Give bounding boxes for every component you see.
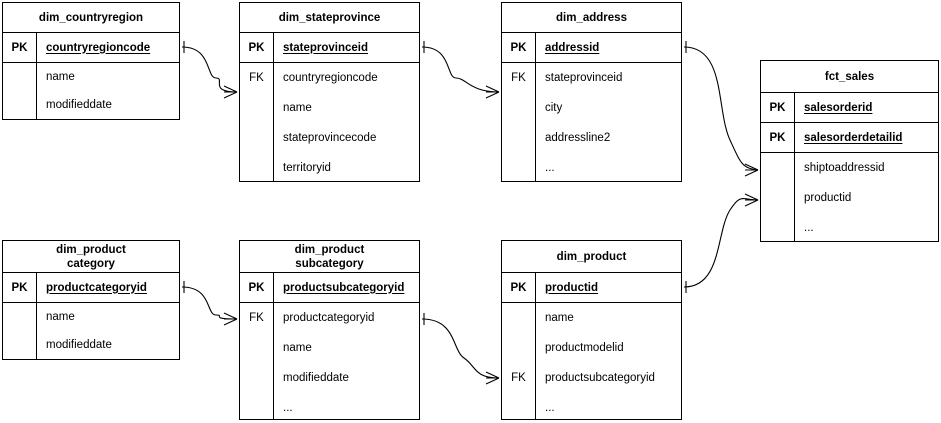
fk-badge: FK	[511, 372, 526, 384]
crows-foot	[485, 371, 500, 385]
crows-foot	[223, 312, 238, 326]
attribute-block: FK name productmodelid productsubcategor…	[502, 303, 681, 419]
pk-row[interactable]: PK countryregioncode	[3, 33, 179, 63]
field-row: territoryid	[283, 162, 331, 174]
fk-badge: FK	[249, 312, 264, 324]
entity-dim-productsubcategory[interactable]: dim_product subcategory PK productsubcat…	[239, 240, 420, 420]
key-column	[3, 63, 37, 119]
entity-fct-sales[interactable]: fct_sales PK salesorderid PK salesorderd…	[760, 60, 939, 242]
attribute-block: FK productcategoryid name modifieddate .…	[240, 303, 419, 419]
entity-dim-productcategory[interactable]: dim_product category PK productcategoryi…	[2, 240, 180, 360]
attribute-block: FK countryregioncode name stateprovincec…	[240, 63, 419, 181]
pk-row[interactable]: PK addressid	[502, 33, 681, 63]
crows-foot	[223, 85, 238, 99]
entity-title: dim_product subcategory	[240, 241, 419, 273]
field-row: modifieddate	[283, 372, 349, 384]
field-row: city	[545, 102, 563, 114]
field-column: productcategoryid name modifieddate ...	[274, 303, 419, 419]
relationship-product-fctsales	[683, 193, 759, 293]
field-row: ...	[545, 162, 555, 174]
pk-badge: PK	[502, 33, 536, 62]
entity-title: dim_product category	[3, 241, 179, 273]
field-row: stateprovinceid	[545, 72, 623, 84]
entity-title: dim_stateprovince	[240, 3, 419, 33]
field-row: addressline2	[545, 132, 611, 144]
pk-field-name: salesorderid	[804, 101, 873, 114]
key-column: FK	[240, 303, 274, 419]
field-row: name	[545, 312, 574, 324]
field-column: shiptoaddressid productid ...	[795, 153, 938, 241]
field-row: productmodelid	[545, 342, 624, 354]
field-column: countryregioncode name stateprovincecode…	[274, 63, 419, 181]
pk-badge: PK	[3, 273, 37, 302]
field-row: shiptoaddressid	[804, 162, 885, 174]
attribute-block: name modifieddate	[3, 63, 179, 119]
pk-row[interactable]: PK productid	[502, 273, 681, 303]
field-row: productcategoryid	[283, 312, 375, 324]
key-column	[3, 303, 37, 359]
entity-dim-stateprovince[interactable]: dim_stateprovince PK stateprovinceid FK …	[239, 2, 420, 182]
pk-field-name: productcategoryid	[46, 281, 147, 294]
crows-foot	[744, 193, 759, 207]
field-row: countryregioncode	[283, 72, 378, 84]
pk-field-name: productid	[545, 281, 599, 294]
field-row: modifieddate	[46, 339, 112, 351]
pk-badge: PK	[3, 33, 37, 62]
pk-field-name: countryregioncode	[46, 41, 151, 54]
key-column: FK	[502, 303, 536, 419]
field-row: productid	[804, 192, 852, 204]
field-row: ...	[804, 222, 814, 234]
pk-field-name: addressid	[545, 41, 600, 54]
field-row: ...	[283, 402, 293, 414]
key-column: FK	[240, 63, 274, 181]
pk-field-name: productsubcategoryid	[283, 281, 405, 294]
attribute-block: name modifieddate	[3, 303, 179, 359]
pk-row[interactable]: PK productcategoryid	[3, 273, 179, 303]
entity-title: dim_product	[502, 241, 681, 273]
key-column: FK	[502, 63, 536, 181]
relationship-stateprovince-address	[421, 41, 500, 99]
pk-row[interactable]: PK productsubcategoryid	[240, 273, 419, 303]
relationship-productcategory-subcategory	[181, 281, 238, 326]
pk-row[interactable]: PK salesorderid	[761, 93, 938, 123]
pk-field-name: salesorderdetailid	[804, 131, 903, 144]
field-column: name productmodelid productsubcategoryid…	[536, 303, 681, 419]
entity-title: dim_countryregion	[3, 3, 179, 33]
field-row: name	[283, 102, 312, 114]
pk-field-name: stateprovinceid	[283, 41, 368, 54]
pk-badge: PK	[502, 273, 536, 302]
attribute-block: shiptoaddressid productid ...	[761, 153, 938, 241]
field-row: stateprovincecode	[283, 132, 377, 144]
entity-dim-countryregion[interactable]: dim_countryregion PK countryregioncode n…	[2, 2, 180, 120]
field-row: name	[283, 342, 312, 354]
relationship-countryregion-stateprovince	[181, 41, 238, 99]
pk-row[interactable]: PK stateprovinceid	[240, 33, 419, 63]
pk-row[interactable]: PK salesorderdetailid	[761, 123, 938, 153]
entity-dim-address[interactable]: dim_address PK addressid FK stateprovinc…	[501, 2, 682, 182]
pk-badge: PK	[761, 123, 795, 152]
field-row: name	[46, 71, 75, 83]
field-column: stateprovinceid city addressline2 ...	[536, 63, 681, 181]
field-row: name	[46, 311, 75, 323]
field-row: modifieddate	[46, 99, 112, 111]
relationship-address-fctsales	[683, 41, 759, 177]
entity-dim-product[interactable]: dim_product PK productid FK name product…	[501, 240, 682, 420]
key-column	[761, 153, 795, 241]
attribute-block: FK stateprovinceid city addressline2 ...	[502, 63, 681, 181]
field-row: ...	[545, 402, 555, 414]
field-row: productsubcategoryid	[545, 372, 655, 384]
crows-foot	[485, 85, 500, 99]
entity-title: fct_sales	[761, 61, 938, 93]
pk-badge: PK	[240, 273, 274, 302]
pk-badge: PK	[240, 33, 274, 62]
relationship-subcategory-product	[421, 313, 500, 385]
fk-badge: FK	[511, 72, 526, 84]
field-column: name modifieddate	[37, 63, 179, 119]
field-column: name modifieddate	[37, 303, 179, 359]
fk-badge: FK	[249, 72, 264, 84]
entity-title: dim_address	[502, 3, 681, 33]
pk-badge: PK	[761, 93, 795, 122]
crows-foot	[744, 163, 759, 177]
